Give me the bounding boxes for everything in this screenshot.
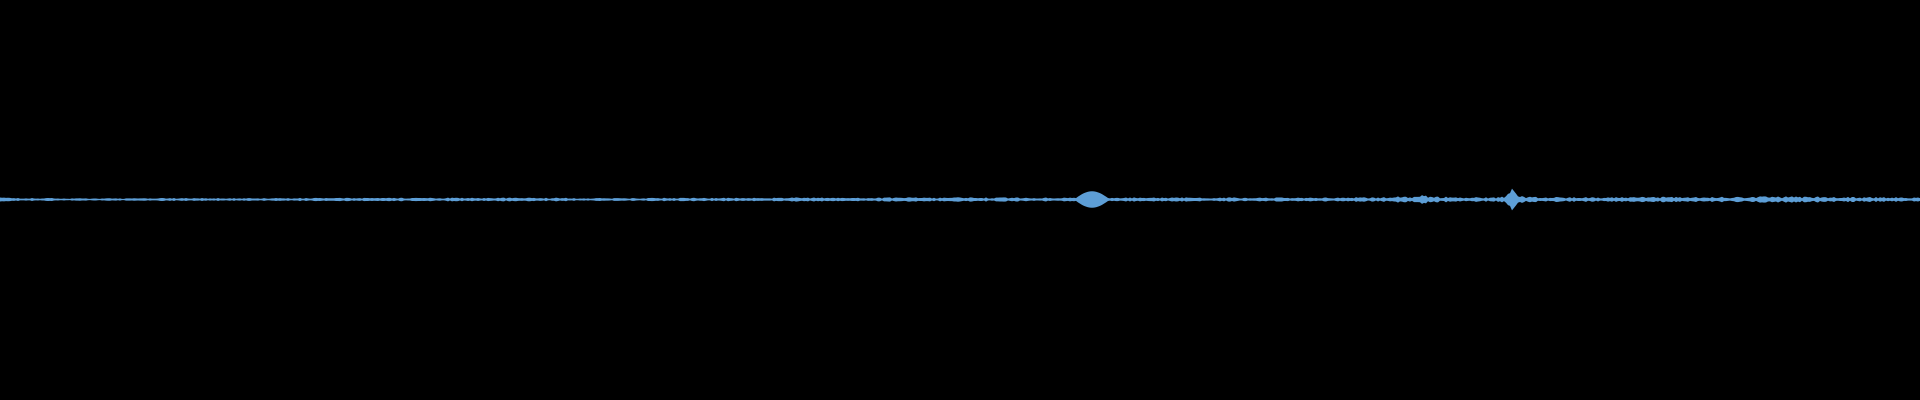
waveform-shape [0, 188, 1920, 211]
